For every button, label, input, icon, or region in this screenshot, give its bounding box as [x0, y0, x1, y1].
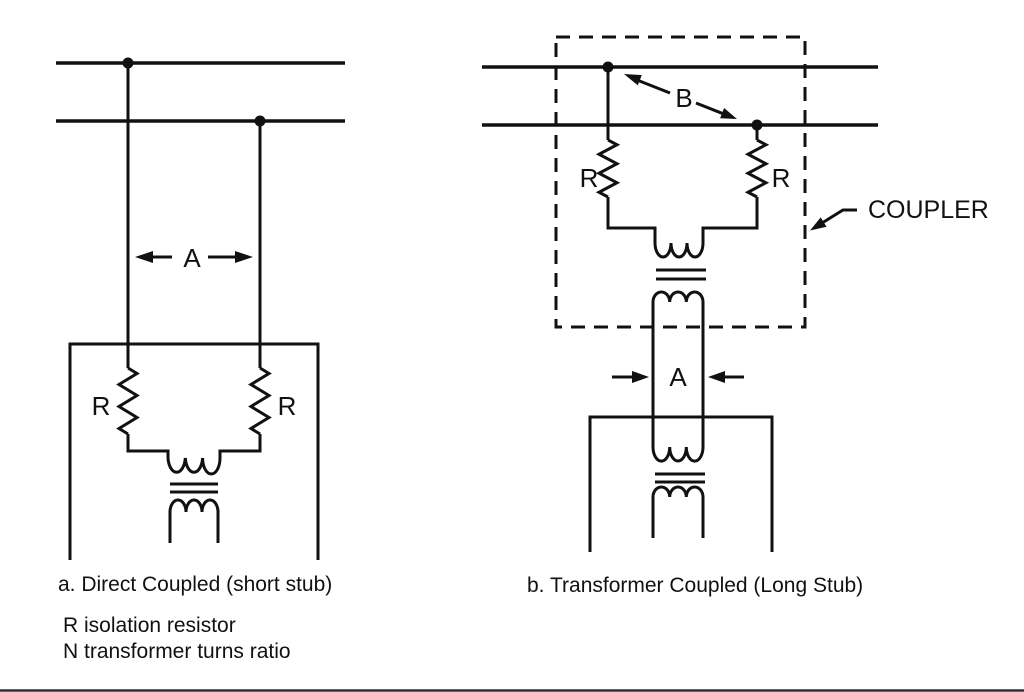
resistor-label-left: R — [580, 163, 599, 193]
transformer-secondary-winding — [168, 498, 220, 543]
resistor-label-left: R — [92, 391, 111, 421]
resistor-label-right: R — [278, 391, 297, 421]
dimension-b-shaft-upper — [636, 78, 671, 95]
panel-a-caption: a. Direct Coupled (short stub) — [58, 573, 332, 596]
legend-line-resistor: R isolation resistor — [63, 614, 236, 637]
arrowhead-up-left-icon — [624, 74, 642, 86]
transformer-secondary-winding — [651, 485, 705, 538]
resistor-zigzag-left — [595, 138, 621, 199]
transformer-primary-winding — [606, 197, 759, 259]
tap-spacing-label-b: B — [675, 83, 692, 113]
arrowhead-down-right-icon — [720, 108, 737, 119]
arrowhead-left-icon — [708, 371, 725, 383]
stub-spacing-label-a: A — [669, 362, 687, 392]
arrowhead-right-icon — [632, 371, 649, 383]
transformer-primary-winding — [126, 434, 262, 476]
dimension-b-shaft-lower — [695, 101, 724, 116]
resistor-zigzag-right — [248, 366, 272, 436]
transformer-primary-winding — [651, 446, 705, 463]
arrowhead-right-icon — [235, 251, 253, 263]
legend-line-turns-ratio: N transformer turns ratio — [63, 640, 291, 663]
resistor-zigzag-left — [116, 366, 140, 436]
transformer-secondary-winding-with-stub-legs — [651, 290, 705, 447]
coupler-leader-line — [813, 208, 857, 230]
enclosure-outline — [588, 415, 774, 552]
panel-transformer-coupled: B R R COUPLER A b. Transformer Coupled (… — [482, 35, 989, 597]
coupler-dashed-box — [554, 35, 807, 329]
enclosure-outline — [68, 342, 320, 560]
panel-b-caption: b. Transformer Coupled (Long Stub) — [527, 574, 863, 597]
resistor-zigzag-right — [744, 138, 770, 199]
legend: R isolation resistor N transformer turns… — [63, 614, 291, 663]
stub-spacing-label-a: A — [183, 243, 201, 273]
panel-direct-coupled: A R R a. Direct Coupled (short stub) — [56, 57, 345, 596]
coupler-label: COUPLER — [868, 196, 989, 224]
arrowhead-coupler-icon — [810, 217, 827, 231]
resistor-label-right: R — [772, 163, 791, 193]
arrowhead-left-icon — [135, 251, 153, 263]
